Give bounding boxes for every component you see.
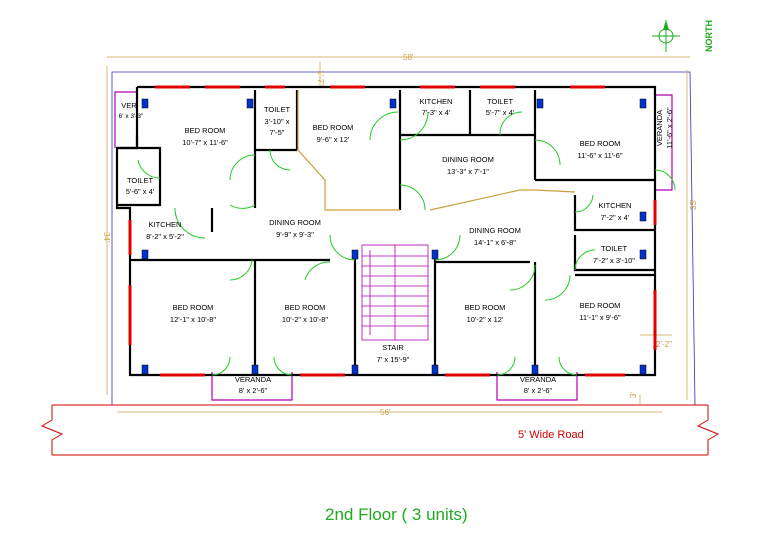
room-bed-top-left-size: 10'-7" x 11'-6" xyxy=(182,138,228,147)
room-dining-top-name: DINING ROOM xyxy=(442,155,494,164)
room-bed-bot-2-name: BED ROOM xyxy=(285,303,326,312)
room-bed-bot-3-name: BED ROOM xyxy=(465,303,506,312)
room-kitchen-top-size: 7'-3" x 4' xyxy=(422,108,451,117)
dimension-lines xyxy=(106,56,690,413)
room-toilet-right-name: TOILET xyxy=(601,244,628,253)
room-bed-top-mid-name: BED ROOM xyxy=(313,123,354,132)
room-toilet-left-size: 5'-6" x 4' xyxy=(126,187,155,196)
room-dining-top-size: 13'-3" x 7'-1" xyxy=(447,167,489,176)
drawing-title: 2nd Floor ( 3 units) xyxy=(325,505,468,524)
room-bed-bot-2-size: 10'-2" x 10'-8" xyxy=(282,315,328,324)
room-veranda-right-size: 11'-6" x 2'-6" xyxy=(665,107,674,149)
room-ver-left-name: VER xyxy=(121,101,137,110)
windows xyxy=(128,85,657,377)
dim-top-width: 58' xyxy=(403,53,414,62)
road xyxy=(40,404,720,456)
room-toilet-right-size: 7'-2" x 3'-10" xyxy=(593,256,635,265)
room-stair-name: STAIR xyxy=(382,343,404,352)
room-kitchen-left-name: KITCHEN xyxy=(149,220,182,229)
room-kitchen-right-size: 7'-2" x 4' xyxy=(601,213,630,222)
dim-left-depth: 34' xyxy=(102,232,111,243)
room-toilet-top-a-size-1: 3'-10" x xyxy=(265,117,290,126)
room-toilet-top-a-size-2: 7'-5" xyxy=(270,128,285,137)
room-toilet-top-b-name: TOILET xyxy=(487,97,514,106)
dim-bottom-offset: 3' xyxy=(629,392,638,398)
room-bed-top-right-name: BED ROOM xyxy=(580,139,621,148)
room-dining-left-name: DINING ROOM xyxy=(269,218,321,227)
room-veranda-right-name: VERANDA xyxy=(655,110,664,146)
north-arrow-icon xyxy=(652,20,680,52)
room-toilet-left-name: TOILET xyxy=(127,176,154,185)
room-bed-top-right-size: 11'-6" x 11'-6" xyxy=(577,151,622,160)
room-veranda-bot-2-name: VERANDA xyxy=(520,375,556,384)
room-bed-top-left-name: BED ROOM xyxy=(185,126,226,135)
dim-top-offset: 1'-7" xyxy=(316,70,325,86)
room-bed-bot-1-size: 12'-1" x 10'-8" xyxy=(170,315,216,324)
columns xyxy=(141,98,647,375)
room-dining-left-size: 9'-9" x 9'-3" xyxy=(276,230,314,239)
dim-bottom-width: 56' xyxy=(380,408,391,417)
room-veranda-bot-2-size: 8' x 2'-6" xyxy=(524,386,553,395)
room-toilet-top-a-name: TOILET xyxy=(264,105,291,114)
room-dining-right-name: DINING ROOM xyxy=(469,226,521,235)
room-bed-top-mid-size: 9'-6" x 12' xyxy=(317,135,350,144)
room-veranda-bot-1-size: 8' x 2'-6" xyxy=(239,386,268,395)
room-stair-size: 7' x 15'-9" xyxy=(377,355,410,364)
room-kitchen-top-name: KITCHEN xyxy=(420,97,453,106)
veranda-outlines xyxy=(114,91,673,401)
room-dining-right-size: 14'-1" x 6'-8" xyxy=(474,238,516,247)
dim-right-offset: 2'-2" xyxy=(656,340,672,349)
room-kitchen-right-name: KITCHEN xyxy=(599,201,632,210)
room-veranda-bot-1-name: VERANDA xyxy=(235,375,271,384)
room-bed-bot-3-size: 10'-2" x 12' xyxy=(467,315,504,324)
unit-separators xyxy=(297,90,576,211)
stair-steps xyxy=(361,244,429,341)
walls xyxy=(115,85,657,377)
room-bed-bot-1-name: BED ROOM xyxy=(173,303,214,312)
north-label: NORTH xyxy=(704,20,714,52)
door-swings xyxy=(137,111,676,376)
road-label: 5' Wide Road xyxy=(518,429,584,441)
room-toilet-top-b-size: 5'-7" x 4' xyxy=(486,108,515,117)
room-bed-bot-4-name: BED ROOM xyxy=(580,301,621,310)
dim-right-depth: 33' xyxy=(689,199,698,210)
room-ver-left-size: 6' x 3'-3" xyxy=(119,113,144,120)
room-bed-bot-4-size: 11'-1" x 9'-6" xyxy=(579,313,621,322)
room-kitchen-left-size: 8'-2" x 5'-2" xyxy=(146,232,184,241)
